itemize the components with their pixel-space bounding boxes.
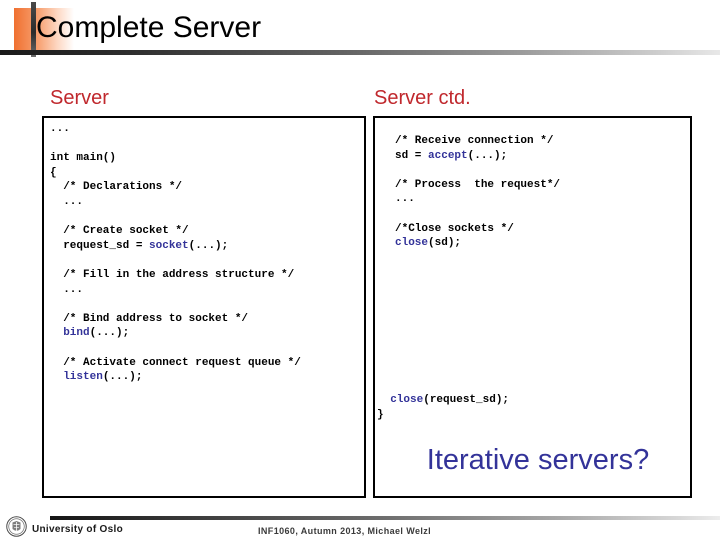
code-box-left: ... int main() { /* Declarations */ ... … xyxy=(42,116,366,498)
column-heading-right: Server ctd. xyxy=(374,87,471,109)
title-divider-rule xyxy=(0,50,720,55)
code-box-right: /* Receive connection */ sd = accept(...… xyxy=(373,116,692,498)
slide-footer xyxy=(0,508,720,540)
university-seal-icon xyxy=(6,516,27,537)
footer-course-info: INF1060, Autumn 2013, Michael Welzl xyxy=(258,526,432,536)
footer-organization: University of Oslo xyxy=(32,524,123,535)
code-block-server-ctd-tail: close(request_sd); } xyxy=(377,394,510,421)
column-heading-left: Server xyxy=(50,87,109,109)
title-accent-gradient-block xyxy=(14,8,74,50)
title-accent-vertical-bar xyxy=(31,2,36,57)
code-block-server: ... int main() { /* Declarations */ ... … xyxy=(50,123,301,384)
callout-iterative-servers: Iterative servers? xyxy=(426,444,650,476)
footer-divider-rule xyxy=(50,516,720,520)
page-title: Complete Server xyxy=(36,11,262,44)
code-block-server-ctd: /* Receive connection */ sd = accept(...… xyxy=(395,135,561,250)
slide-title-band: Complete Server xyxy=(0,0,720,57)
